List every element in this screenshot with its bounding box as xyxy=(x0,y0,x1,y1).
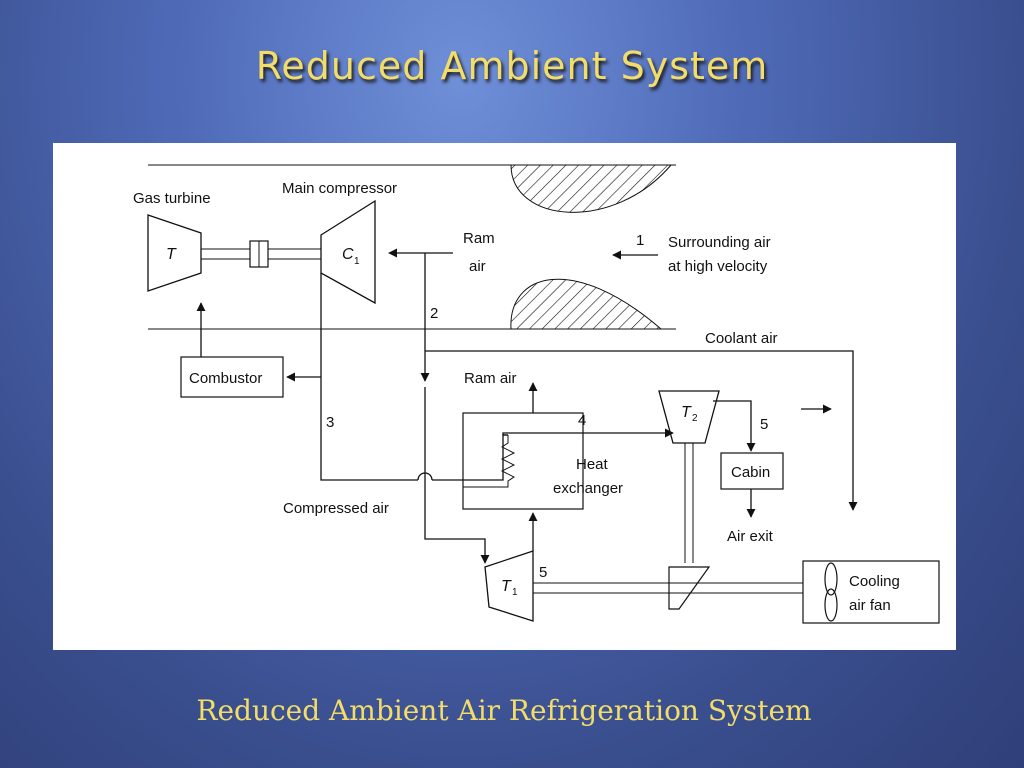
cooling-fan-label-2: air fan xyxy=(849,597,891,614)
t2-symbol: T xyxy=(681,404,692,421)
station-4-label: 4 xyxy=(578,412,586,429)
combustor-label: Combustor xyxy=(189,370,262,387)
compressed-air-bleed xyxy=(320,273,418,481)
fan-blade-lower xyxy=(824,588,838,622)
t2-to-cabin xyxy=(713,400,756,452)
slide-title: Reduced Ambient System xyxy=(255,44,769,88)
heat-exchanger-coil xyxy=(463,435,516,488)
hx-to-t2-line xyxy=(502,428,674,438)
t1-symbol: T xyxy=(501,578,512,595)
ram-air-label: Ram air xyxy=(464,370,517,387)
compressor-symbol: C xyxy=(342,246,354,263)
gas-turbine xyxy=(147,214,202,292)
cabin-label: Cabin xyxy=(731,464,770,481)
cooling-fan-label-1: Cooling xyxy=(849,573,900,590)
turbine-t2 xyxy=(658,390,720,444)
heat-exchanger-label-1: Heat xyxy=(576,456,609,473)
station-1-label: 1 xyxy=(636,232,644,249)
refrigeration-diagram: Gas turbine T Main compressor C 1 Ram ai… xyxy=(133,164,940,624)
t2-subscript: 2 xyxy=(692,413,698,424)
station-2-label: 2 xyxy=(430,305,438,322)
combustor xyxy=(180,356,284,398)
fan-blade-upper xyxy=(824,562,838,596)
slide-caption: Reduced Ambient Air Refrigeration System xyxy=(196,694,812,727)
coolant-air-label: Coolant air xyxy=(705,330,778,347)
surrounding-air-label-1: Surrounding air xyxy=(668,234,771,251)
hx-to-t1-line xyxy=(424,387,490,564)
diagram-panel: Gas turbine T Main compressor C 1 Ram ai… xyxy=(53,143,956,650)
compressed-air-label: Compressed air xyxy=(283,500,389,517)
station-3-label: 3 xyxy=(326,414,334,431)
ram-air-top-label: Ram xyxy=(463,230,495,247)
cabin xyxy=(720,452,784,490)
fan-turbine xyxy=(668,566,711,610)
air-exit-label: Air exit xyxy=(727,528,774,545)
heat-exchanger-label-2: exchanger xyxy=(553,480,623,497)
gas-turbine-label: Gas turbine xyxy=(133,190,211,207)
turbine-symbol: T xyxy=(166,246,177,263)
surrounding-air-label-2: at high velocity xyxy=(668,258,768,275)
cooling-air-fan xyxy=(802,560,940,624)
coolant-air-line xyxy=(425,350,858,511)
main-compressor xyxy=(320,199,376,305)
station-5a-label: 5 xyxy=(760,416,768,433)
turbine-t1 xyxy=(484,550,534,622)
upper-aerofoil xyxy=(510,164,673,213)
compressor-subscript: 1 xyxy=(354,256,360,267)
station-5b-label: 5 xyxy=(539,564,547,581)
lower-aerofoil xyxy=(510,278,663,330)
heat-exchanger xyxy=(462,412,584,510)
main-compressor-label: Main compressor xyxy=(282,180,397,197)
t1-subscript: 1 xyxy=(512,587,518,598)
ram-air-bottom-label: air xyxy=(469,258,486,275)
compressed-air-to-hx xyxy=(432,434,508,481)
